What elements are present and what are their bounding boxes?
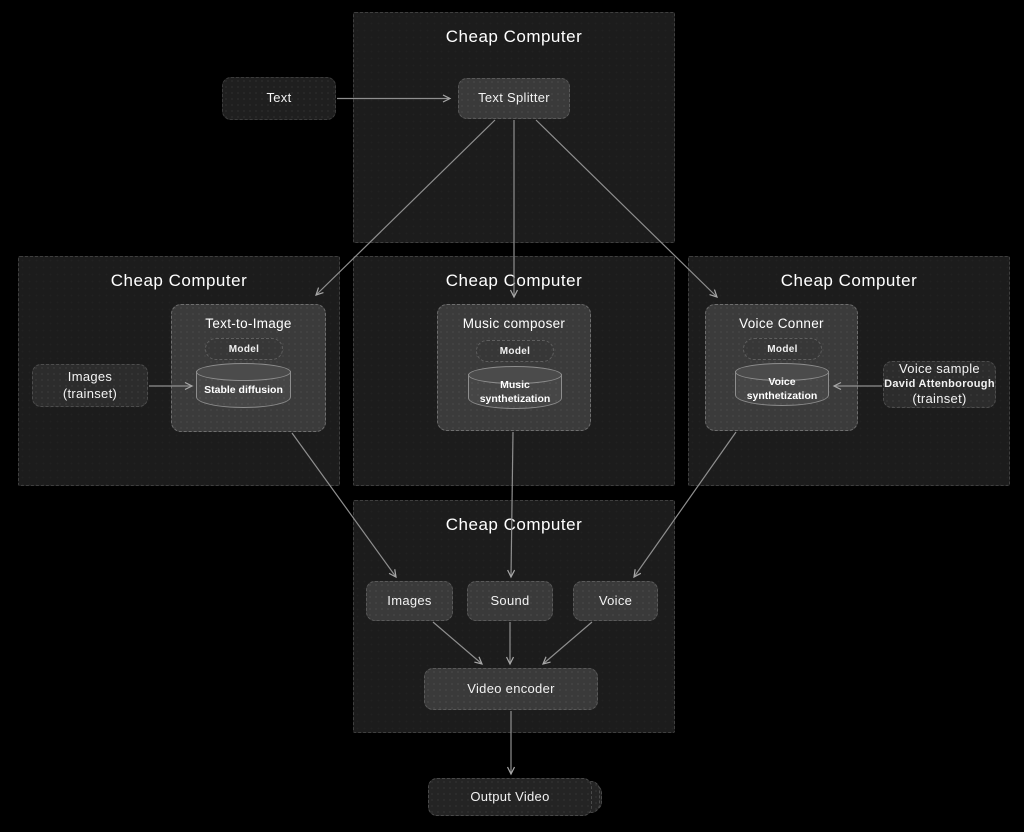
- music-synthetization-cylinder[interactable]: Music synthetization: [468, 366, 562, 409]
- node-label-line1: Images: [67, 369, 113, 385]
- voice-conner-panel[interactable]: Voice Conner: [705, 304, 858, 431]
- voice-sample-node[interactable]: Voice sample David Attenborough (trainse…: [883, 361, 996, 408]
- images-trainset-node[interactable]: Images (trainset): [32, 364, 148, 407]
- pill-label: Model: [499, 345, 531, 357]
- node-label-line3: (trainset): [912, 391, 967, 407]
- node-label: Text: [266, 90, 292, 106]
- cylinder-label: Voice synthetization: [746, 375, 818, 402]
- node-label-line2: David Attenborough: [884, 377, 995, 390]
- node-label-line2: (trainset): [62, 385, 118, 401]
- stable-diffusion-cylinder[interactable]: Stable diffusion: [196, 363, 291, 408]
- voice-conner-model-pill[interactable]: Model: [743, 338, 822, 360]
- node-label: Text Splitter: [478, 90, 550, 106]
- node-label: Voice: [598, 592, 633, 608]
- panel-title: Voice Conner: [739, 316, 824, 331]
- sound-out-node[interactable]: Sound: [467, 581, 553, 621]
- output-video-node[interactable]: Output Video: [428, 778, 592, 816]
- cylinder-label: Stable diffusion: [204, 383, 283, 396]
- container-title: Cheap Computer: [445, 515, 583, 534]
- node-label: Images: [387, 592, 432, 608]
- cylinder-label: Music synthetization: [479, 378, 551, 405]
- pill-label: Model: [767, 343, 798, 355]
- text-splitter-node[interactable]: Text Splitter: [458, 78, 570, 119]
- music-composer-model-pill[interactable]: Model: [476, 340, 554, 362]
- voice-out-node[interactable]: Voice: [573, 581, 658, 621]
- container-title: Cheap Computer: [445, 27, 583, 46]
- panel-title: Text-to-Image: [205, 316, 292, 331]
- container-title: Cheap Computer: [780, 271, 918, 290]
- node-label: Sound: [490, 592, 530, 608]
- node-label-line1: Voice sample: [899, 361, 980, 377]
- container-title: Cheap Computer: [110, 271, 248, 290]
- text-input-node[interactable]: Text: [222, 77, 336, 120]
- node-label: Video encoder: [467, 680, 555, 696]
- pill-label: Model: [228, 343, 260, 355]
- voice-synthetization-cylinder[interactable]: Voice synthetization: [735, 363, 829, 406]
- panel-title: Music composer: [462, 316, 566, 331]
- video-encoder-node[interactable]: Video encoder: [424, 668, 598, 710]
- images-out-node[interactable]: Images: [366, 581, 453, 621]
- node-label: Output Video: [470, 788, 550, 804]
- text-to-image-model-pill[interactable]: Model: [205, 338, 283, 360]
